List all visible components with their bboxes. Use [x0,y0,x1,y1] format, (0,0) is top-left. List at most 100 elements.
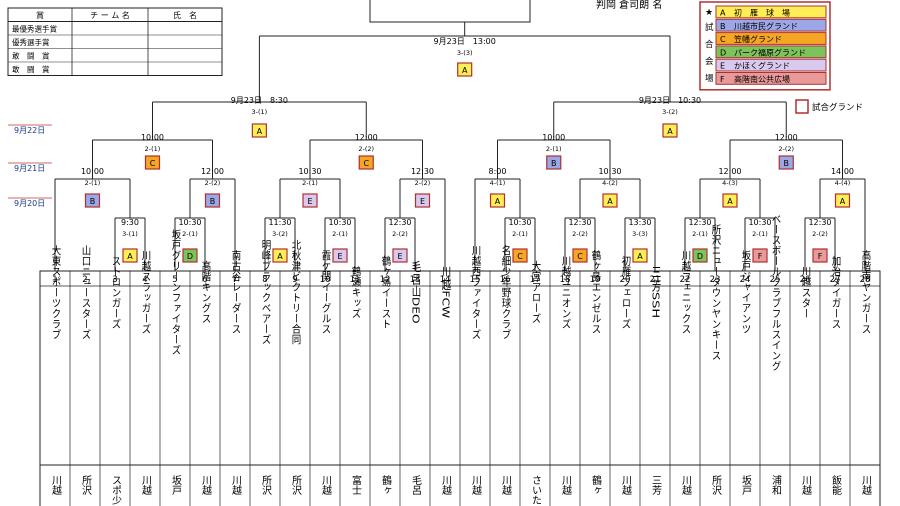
venue-box-A [251,123,267,138]
venue-box-label: A [257,127,263,136]
game-time: 12:30 [688,218,711,227]
venue-swatch-B [715,18,827,32]
venue-box-label: C [363,159,369,168]
venue-box-label: E [307,197,312,206]
awards-header: 賞 [36,10,44,20]
team-number: 26 [800,275,811,285]
team-name: 川越スラッガーズ [140,250,152,334]
team-city: 川越 [470,475,482,495]
team-city: 川越 [500,475,512,495]
team-name: 鶴ヶ島エンゼルス [590,249,602,334]
game-time: 10:30 [748,218,771,227]
venue-code: C [720,35,726,44]
game-time: 9月23日 13:00 [434,37,496,46]
venue-code: F [720,75,725,84]
team-number: 3 [112,275,117,285]
venue-box-label: A [277,252,283,261]
game-number: 3-(1) [252,108,268,116]
team-city: 所沢 [80,475,92,496]
team-city: 毛呂 [410,475,422,496]
team-number: 5 [172,275,177,285]
venue-box-label: A [127,252,133,261]
team-city: 富士 [350,474,362,495]
venue-box-A [272,248,288,263]
team-city: 川越 [230,475,242,495]
team-number: 23 [710,275,721,285]
venue-box-A [722,193,738,208]
venue-box-label: F [758,252,763,261]
venue-box-label: E [397,252,402,261]
awards-border [7,7,223,76]
game-time: 12:30 [411,167,434,176]
team-name: 北秋津ビクトリー合同 [290,240,302,346]
venue-box-E [392,248,408,263]
team-name: 坂戸ジャイアンツ [740,250,752,334]
game-number: 2-(1) [145,145,161,153]
team-city: 川越 [50,475,62,495]
venue-box-A [834,193,851,208]
game-number: 2-(2) [812,230,828,238]
venue-box-C [358,155,374,170]
venue-box-label: E [337,252,342,261]
team-name: 鶴瀬キッズ [350,265,362,318]
team-number: 1 [52,275,57,285]
venue-box-A [602,193,618,208]
game-number: 4-(4) [835,179,851,187]
team-number: 15 [470,275,481,285]
team-number: 21 [650,275,661,285]
venue-box-C [144,155,161,170]
venue-box-D [182,248,198,263]
team-name: 大東スポーツクラブ [50,244,62,339]
game-number: 2-(1) [546,145,562,153]
team-number: 27 [830,275,841,285]
game-number: 2-(1) [692,230,708,238]
team-number: 16 [500,275,511,285]
team-name: 南古谷レーダース [230,249,242,334]
team-city: 川越 [320,475,332,495]
date-mark: 9月21日 [14,164,45,173]
game-number: 2-(1) [512,230,528,238]
team-name: ストロンガーズ [110,255,122,329]
team-name: 山口ニュースターズ [80,245,92,340]
team-number: 14 [440,275,451,285]
venue-code: E [720,62,725,71]
game-time: 12:00 [775,133,798,142]
team-city: 鶴ヶ [590,474,602,495]
game-time: 12:30 [568,218,591,227]
game-time: 10:30 [328,218,351,227]
team-number: 2 [82,275,87,285]
venue-side-label: 会 [705,56,714,67]
venue-box-B [778,155,794,170]
team-name: 加治タイガース [830,255,842,329]
game-time: 8:00 [489,167,507,176]
game-time: 12:30 [808,218,831,227]
venue-code: D [720,48,726,57]
awards-row-label: 優秀選手賞 [12,37,50,47]
game-number: 3-(2) [272,230,288,238]
game-time: 12:00 [201,167,224,176]
venue-name: 初 雁 球 場 [734,8,790,18]
game-number: 2-(1) [752,230,768,238]
venue-box-A [122,248,138,263]
team-city: 飯能 [830,474,842,496]
game-number: 3-(2) [662,108,678,116]
team-city: 浦和 [770,474,782,496]
game-number: 2-(2) [392,230,408,238]
team-number: 25 [770,275,781,285]
team-city: 川越 [200,475,212,495]
team-city: 川越 [560,475,572,495]
team-name: 川越FCW [440,266,452,319]
team-name: 鶴ヶ島イースト [380,255,392,329]
game-time: 12:00 [718,167,741,176]
legend-box-icon [795,99,809,114]
awards-header: 氏 名 [173,10,197,20]
game-number: 2-(2) [205,179,221,187]
venue-side-label: 合 [705,39,714,50]
game-labels: 9:303-(1)A10:302-(1)D11:303-(2)A10:302-(… [81,37,854,263]
team-city: 鶴ヶ [380,474,392,495]
team-city: 坂戸 [170,475,182,496]
game-time: 11:30 [268,218,291,227]
venue-code: B [720,22,726,31]
